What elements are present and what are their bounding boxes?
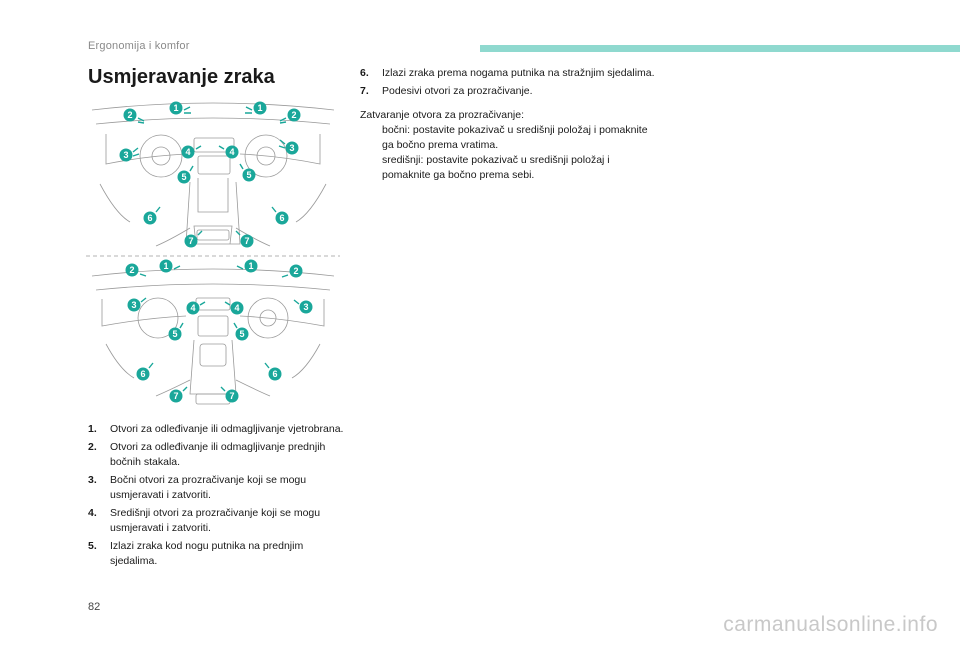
badge-3: 3	[285, 141, 299, 155]
badge-1: 1	[159, 259, 173, 273]
badge-5-label: 5	[181, 172, 186, 182]
badge-1: 1	[253, 101, 267, 115]
badge-5-label: 5	[246, 170, 251, 180]
badge-7-label: 7	[188, 236, 193, 246]
legend-item-text: Izlazi zraka prema nogama putnika na str…	[382, 67, 655, 79]
legend-item-text: Otvori za odleđivanje ili odmagljivanje …	[110, 441, 326, 468]
badge-6-label: 6	[279, 213, 284, 223]
badge-1-label: 1	[173, 103, 178, 113]
watermark: carmanualsonline.info	[723, 613, 938, 636]
badge-3-label: 3	[123, 150, 128, 160]
header-accent-bar	[480, 45, 960, 52]
bullet-text: bočni: postavite pokazivač u središnji p…	[382, 124, 648, 151]
bullet-marker-icon	[360, 153, 382, 183]
badge-3-label: 3	[289, 143, 294, 153]
legend-item: 1. Otvori za odleđivanje ili odmagljivan…	[88, 422, 344, 437]
badge-4: 4	[225, 145, 239, 159]
badge-3: 3	[119, 148, 133, 162]
legend-item: 3. Bočni otvori za prozračivanje koji se…	[88, 473, 344, 503]
badge-3-label: 3	[303, 302, 308, 312]
section-header: Ergonomija i komfor	[88, 40, 190, 52]
badge-5: 5	[242, 168, 256, 182]
badge-7: 7	[240, 234, 254, 248]
legend-item: 7. Podesivi otvori za prozračivanje.	[360, 84, 660, 99]
badge-5: 5	[177, 170, 191, 184]
legend-left: 1. Otvori za odleđivanje ili odmagljivan…	[88, 422, 344, 572]
legend-item-number: 6.	[360, 67, 369, 79]
legend-item-text: Otvori za odleđivanje ili odmagljivanje …	[110, 423, 344, 435]
legend-item-number: 4.	[88, 507, 97, 519]
badge-1: 1	[244, 259, 258, 273]
badge-4-label: 4	[229, 147, 234, 157]
badge-2-label: 2	[129, 265, 134, 275]
badge-4-label: 4	[185, 147, 190, 157]
badge-6: 6	[275, 211, 289, 225]
badge-2: 2	[289, 264, 303, 278]
badge-4: 4	[181, 145, 195, 159]
badge-7-label: 7	[229, 391, 234, 401]
legend-item-text: Podesivi otvori za prozračivanje.	[382, 85, 533, 97]
legend-item-text: Središnji otvori za prozračivanje koji s…	[110, 507, 321, 534]
badge-1-label: 1	[163, 261, 168, 271]
badge-5-label: 5	[239, 329, 244, 339]
badge-3: 3	[299, 300, 313, 314]
badge-1-label: 1	[257, 103, 262, 113]
legend-item-text: Izlazi zraka kod nogu putnika na prednji…	[110, 540, 304, 567]
badge-7-label: 7	[173, 391, 178, 401]
badge-6-label: 6	[272, 369, 277, 379]
badge-2-label: 2	[127, 110, 132, 120]
badge-2-label: 2	[293, 266, 298, 276]
page-title: Usmjeravanje zraka	[88, 66, 275, 88]
badge-2-label: 2	[291, 110, 296, 120]
legend-item: 4. Središnji otvori za prozračivanje koj…	[88, 506, 344, 536]
badge-2: 2	[123, 108, 137, 122]
badge-7: 7	[225, 389, 239, 403]
bullet-marker-icon	[360, 123, 382, 153]
page-number: 82	[88, 601, 101, 613]
badge-2: 2	[287, 108, 301, 122]
badge-3: 3	[127, 298, 141, 312]
bullet-item: središnji: postavite pokazivač u središn…	[360, 153, 660, 183]
badge-7-label: 7	[244, 236, 249, 246]
legend-item-text: Bočni otvori za prozračivanje koji se mo…	[110, 474, 307, 501]
badge-6: 6	[268, 367, 282, 381]
legend-item: 5. Izlazi zraka kod nogu putnika na pred…	[88, 539, 344, 569]
badge-6-label: 6	[147, 213, 152, 223]
badge-7: 7	[184, 234, 198, 248]
badge-4: 4	[186, 301, 200, 315]
badge-5: 5	[235, 327, 249, 341]
badge-6: 6	[143, 211, 157, 225]
legend-item: 6. Izlazi zraka prema nogama putnika na …	[360, 66, 660, 81]
badge-1: 1	[169, 101, 183, 115]
bullet-item: bočni: postavite pokazivač u središnji p…	[360, 123, 660, 153]
badge-6: 6	[136, 367, 150, 381]
ventilation-diagram: 1 1 2 2 3 3 4 4 5 5 6 6 7 7 1 1 2 2 3 3 …	[86, 94, 340, 416]
badge-5-label: 5	[172, 329, 177, 339]
badge-4: 4	[230, 301, 244, 315]
badge-6-label: 6	[140, 369, 145, 379]
legend-right: 6. Izlazi zraka prema nogama putnika na …	[360, 66, 660, 183]
badge-4-label: 4	[234, 303, 239, 313]
badge-2: 2	[125, 263, 139, 277]
badge-3-label: 3	[131, 300, 136, 310]
badge-4-label: 4	[190, 303, 195, 313]
legend-item-number: 1.	[88, 423, 97, 435]
closing-title: Zatvaranje otvora za prozračivanje:	[360, 109, 524, 121]
legend-item-number: 5.	[88, 540, 97, 552]
badge-1-label: 1	[248, 261, 253, 271]
bullet-text: središnji: postavite pokazivač u središn…	[382, 154, 610, 181]
badge-5: 5	[168, 327, 182, 341]
legend-item-number: 3.	[88, 474, 97, 486]
legend-item-number: 2.	[88, 441, 97, 453]
legend-item-number: 7.	[360, 85, 369, 97]
badge-7: 7	[169, 389, 183, 403]
legend-item: 2. Otvori za odleđivanje ili odmagljivan…	[88, 440, 344, 470]
airflow-arrows	[132, 106, 300, 392]
